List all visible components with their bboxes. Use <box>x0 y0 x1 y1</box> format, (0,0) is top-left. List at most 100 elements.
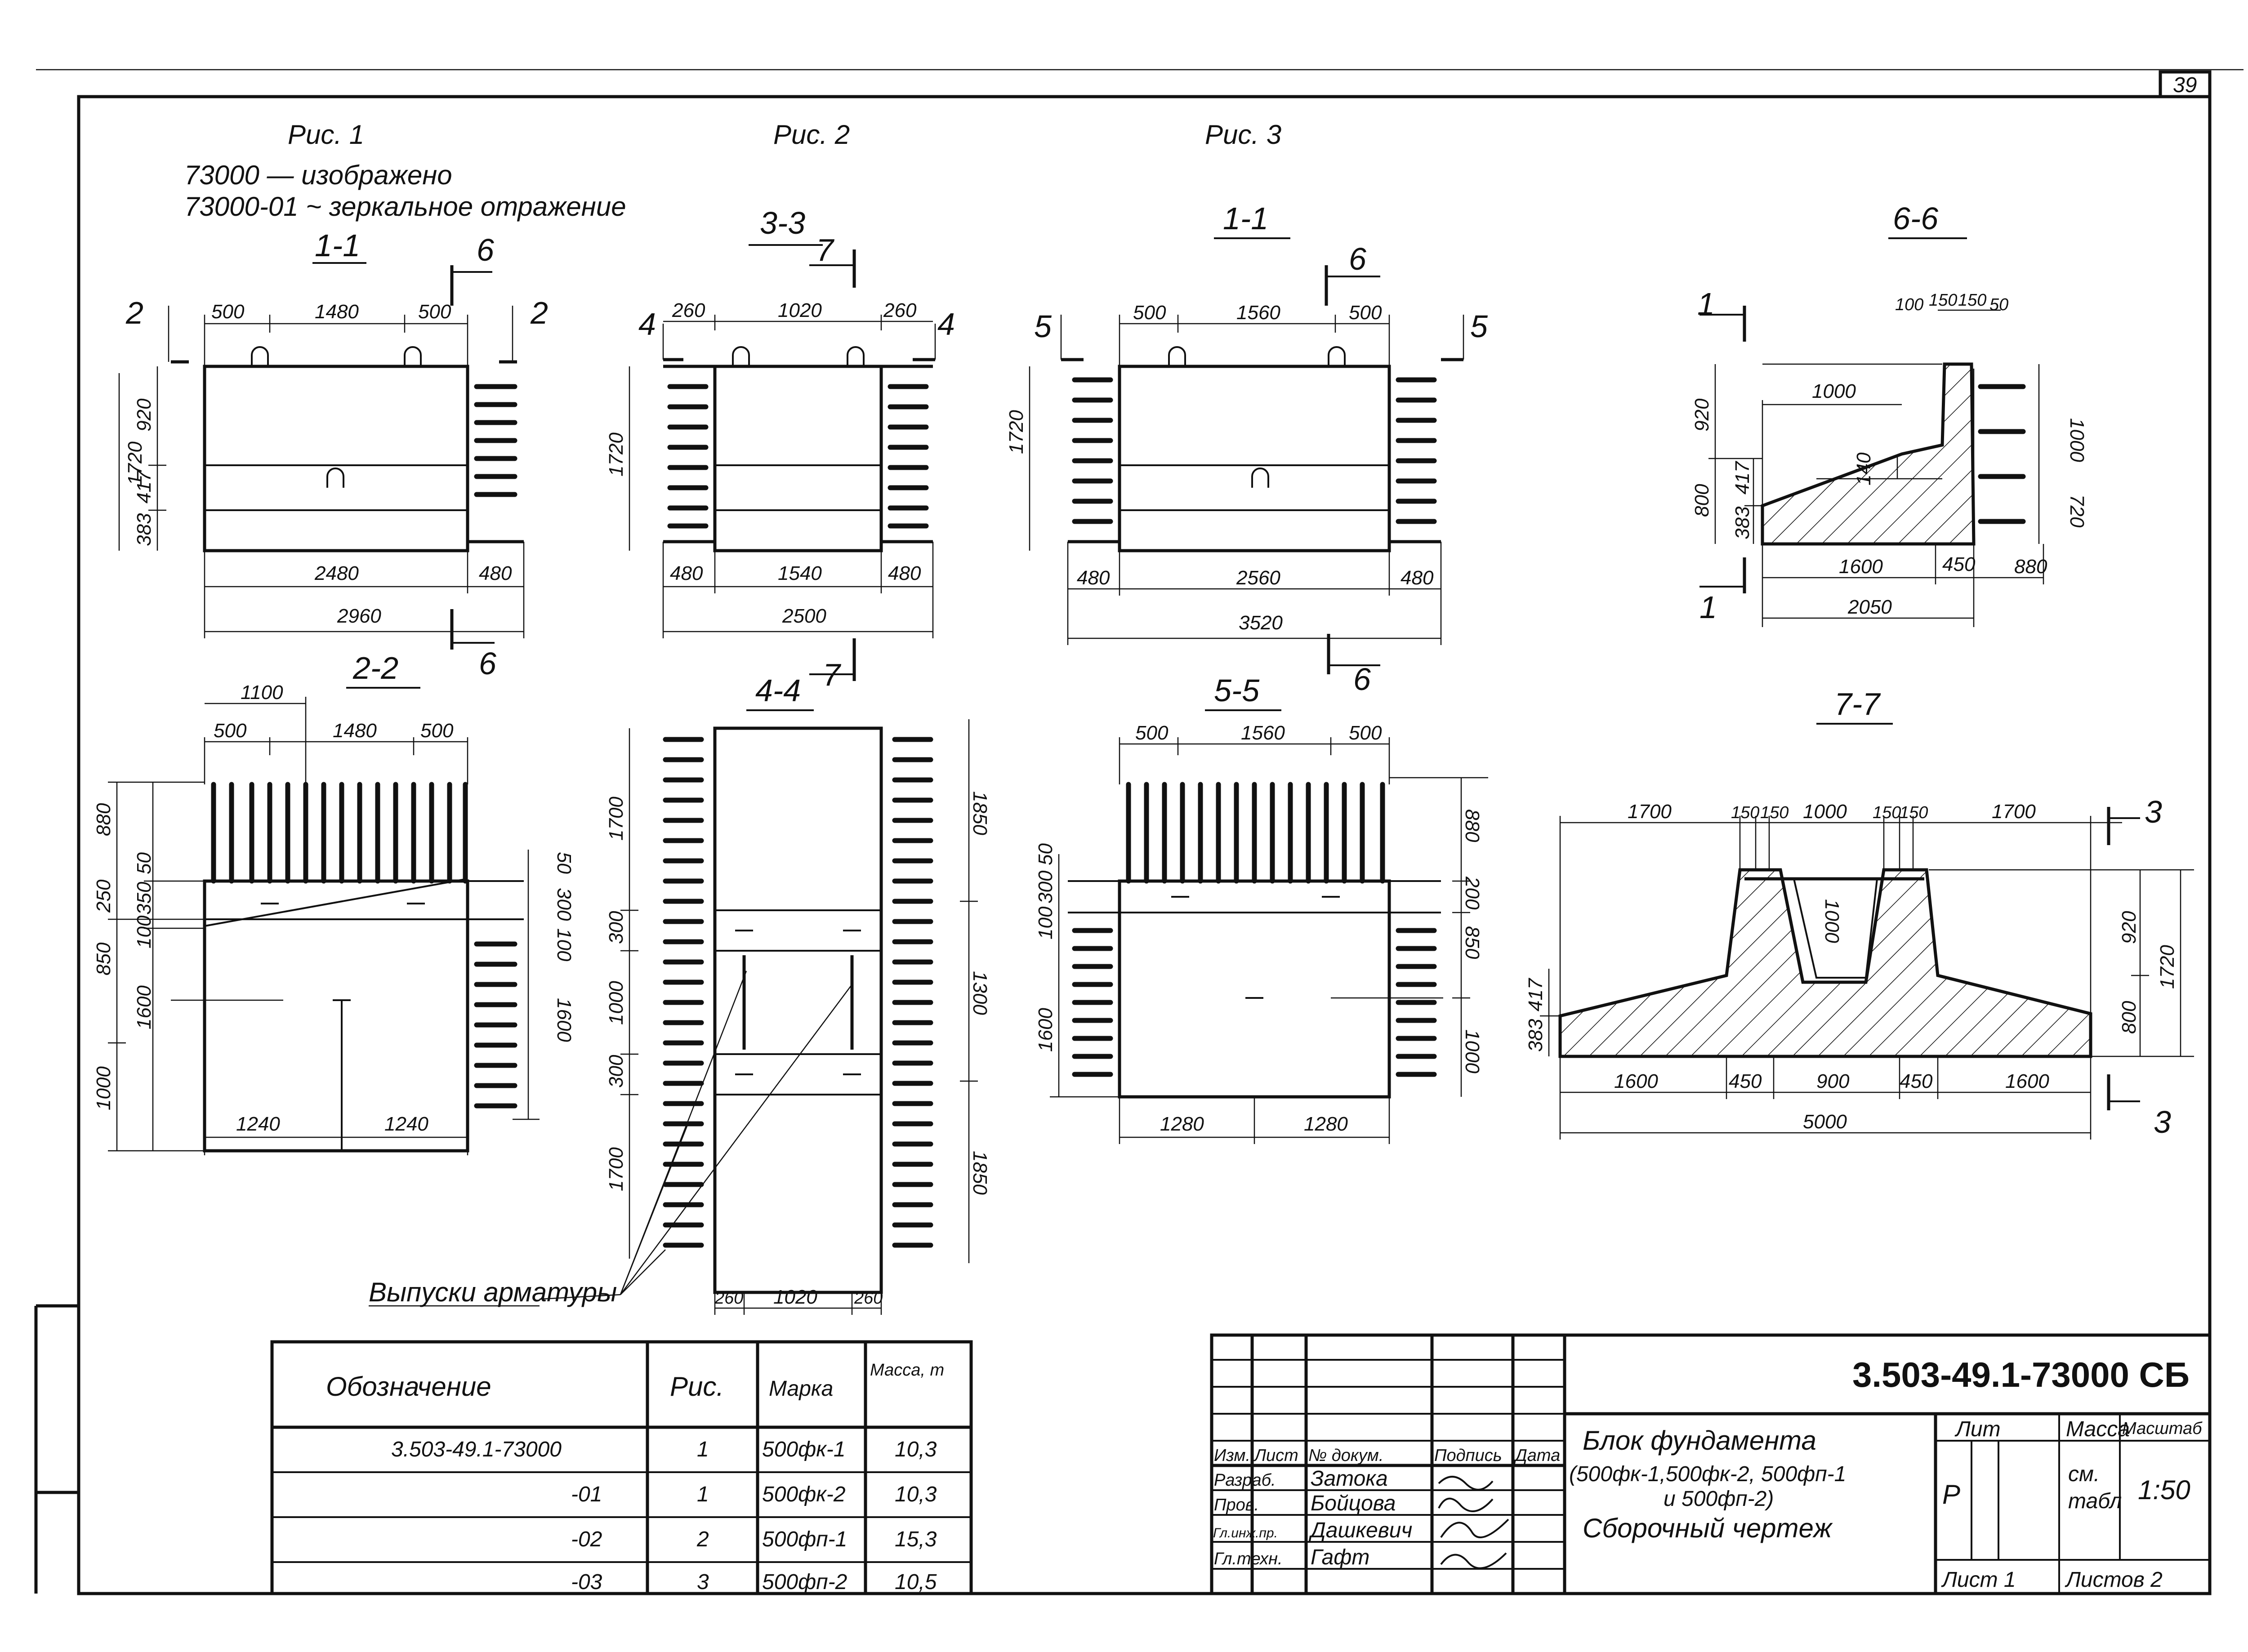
title-line-2: (500фк-1,500фк-2, 500фп-1 <box>1569 1462 1846 1486</box>
spec-row-4-mark: 500фп-2 <box>762 1570 847 1594</box>
dim-top-1: 500 <box>1133 302 1166 324</box>
section-label: 1-1 <box>1223 201 1268 236</box>
dim-right-100: 100 <box>553 928 575 962</box>
dim-left-1: 50 <box>1035 843 1057 865</box>
sheet-frame <box>34 69 2244 1595</box>
section-label: 6-6 <box>1893 201 1938 236</box>
spec-header-mass: Масса, т <box>870 1361 944 1380</box>
spec-row-2-mark: 500фк-2 <box>762 1483 846 1506</box>
dim-top-3: 500 <box>1349 722 1382 744</box>
dim-left-2: 300 <box>1035 870 1057 904</box>
dim-right-3: 850 <box>1461 926 1483 959</box>
col-header-sheet: Лист <box>1253 1446 1298 1465</box>
section-label: 5-5 <box>1214 673 1260 708</box>
dim-top-3: 500 <box>420 720 454 742</box>
document-code: 3.503-49.1-73000 СБ <box>1852 1355 2190 1394</box>
dim-left-1: 1700 <box>605 797 627 841</box>
scale-value: 1:50 <box>2138 1475 2190 1505</box>
dim-right-1: 880 <box>1461 809 1483 842</box>
spec-row-1-mass: 10,3 <box>895 1438 937 1461</box>
cut-mark-1-bottom: 1 <box>1699 590 1717 625</box>
section-label: 2-2 <box>352 650 398 686</box>
section-label: 7-7 <box>1834 686 1881 721</box>
dim-right-1: 1850 <box>969 791 991 835</box>
fig3-caption: Рис. 3 <box>1205 120 1281 150</box>
role-chief-technologist: Гл.техн. <box>1214 1550 1283 1568</box>
dim-top-2: 1480 <box>315 301 359 323</box>
dim-right-50: 50 <box>553 852 575 874</box>
dim-inner-1: 1000 <box>1812 380 1856 402</box>
dim-bottom-2: 480 <box>479 562 512 584</box>
fig1-caption: Рис. 1 <box>288 120 364 150</box>
role-chief-engineer: Гл.инж.пр. <box>1213 1526 1278 1541</box>
fig2-section-3-3: 3-3 260 1020 260 1720 480 1540 480 2500 … <box>605 205 955 692</box>
name-chief-engineer: Дашкевич <box>1308 1518 1412 1542</box>
spec-row-1-fig: 1 <box>697 1438 709 1461</box>
section-label: 1-1 <box>315 228 360 263</box>
spec-row-2-fig: 1 <box>697 1483 709 1506</box>
dim-top-4: 50 <box>1989 295 2008 314</box>
role-checker: Пров. <box>1214 1496 1259 1514</box>
dim-top-1: 500 <box>214 720 247 742</box>
dim-top-1100: 1100 <box>241 681 283 704</box>
dim-left-3: 1000 <box>605 981 627 1025</box>
name-developer: Затока <box>1311 1467 1388 1491</box>
cut-mark-7-bottom: 7 <box>823 657 842 692</box>
dim-top-1: 500 <box>211 301 245 323</box>
col-header-change: Изм. <box>1214 1446 1250 1465</box>
dim-left-4: 300 <box>605 1055 627 1088</box>
dim-left-5: 1700 <box>605 1147 627 1191</box>
dim-left-1000: 1000 <box>93 1066 115 1110</box>
spec-row-3-fig: 2 <box>696 1527 709 1551</box>
dim-bottom-1: 1240 <box>236 1113 280 1135</box>
spec-row-1-designation: 3.503-49.1-73000 <box>391 1438 562 1461</box>
mass-value-line1: см. <box>2068 1462 2100 1486</box>
dim-left-1: 920 <box>133 398 155 432</box>
mirror-note-line1: 73000 — изображено <box>184 160 452 190</box>
spec-row-2-designation: -01 <box>571 1483 602 1506</box>
dim-left-1: 417 <box>1525 978 1547 1011</box>
fig2-caption: Рис. 2 <box>773 120 850 150</box>
title-line-4: Сборочный чертеж <box>1583 1513 1833 1543</box>
spec-header-fig: Рис. <box>670 1371 724 1402</box>
title-block <box>1210 1333 2212 1595</box>
dim-left-250: 250 <box>93 879 115 913</box>
dim-right-2: 800 <box>2118 1001 2140 1034</box>
sheet-index-label: Лист 1 <box>1941 1568 2016 1592</box>
dim-bottom-2: 1280 <box>1304 1113 1348 1135</box>
dim-top-1: 1700 <box>1628 801 1672 823</box>
dim-right-2: 1300 <box>969 971 991 1015</box>
fig3-section-1-1: 1-1 500 1560 500 1720 480 2560 480 3520 … <box>1005 201 1488 697</box>
col-header-doc: № докум. <box>1308 1446 1383 1465</box>
dim-top-1: 100 <box>1895 295 1923 314</box>
dim-top-2: 150 <box>1929 291 1957 310</box>
dim-left-3: 417 <box>1731 461 1753 494</box>
specification-table <box>270 1340 973 1595</box>
dim-left-350: 350 <box>133 882 155 915</box>
spec-row-3-mass: 15,3 <box>895 1527 937 1551</box>
cut-mark-6-bottom: 6 <box>1353 662 1371 697</box>
dim-left-2: 300 <box>605 911 627 944</box>
spec-header-designation: Обозначение <box>326 1371 491 1402</box>
spec-row-4-designation: -03 <box>571 1570 602 1594</box>
dim-bottom-3: 480 <box>888 562 921 584</box>
dim-bottom-1: 480 <box>1077 567 1110 589</box>
dim-top-5: 150 <box>1873 803 1901 822</box>
cut-mark-3-top: 3 <box>2145 794 2162 829</box>
dim-top-2: 1560 <box>1241 722 1285 744</box>
dim-top-3: 500 <box>1349 302 1382 324</box>
cut-mark-1-top: 1 <box>1697 286 1715 321</box>
dim-top-2: 1560 <box>1236 302 1280 324</box>
section-5-5: 5-5 500 1560 500 50 300 <box>1035 673 1488 1144</box>
spec-row-2-mass: 10,3 <box>895 1483 937 1506</box>
dim-bottom-total: 5000 <box>1803 1111 1847 1133</box>
dim-right-3: 1850 <box>969 1151 991 1195</box>
dim-bottom-1: 2480 <box>314 562 359 584</box>
cut-mark-7-top: 7 <box>816 232 835 267</box>
dim-left-3: 100 <box>1035 906 1057 940</box>
dim-right-1: 1000 <box>2066 418 2088 462</box>
lit-label: Лит <box>1954 1417 2001 1441</box>
cut-mark-2-left: 2 <box>125 295 143 330</box>
dim-right-2: 720 <box>2066 494 2088 528</box>
dim-bottom-3: 900 <box>1816 1070 1850 1092</box>
